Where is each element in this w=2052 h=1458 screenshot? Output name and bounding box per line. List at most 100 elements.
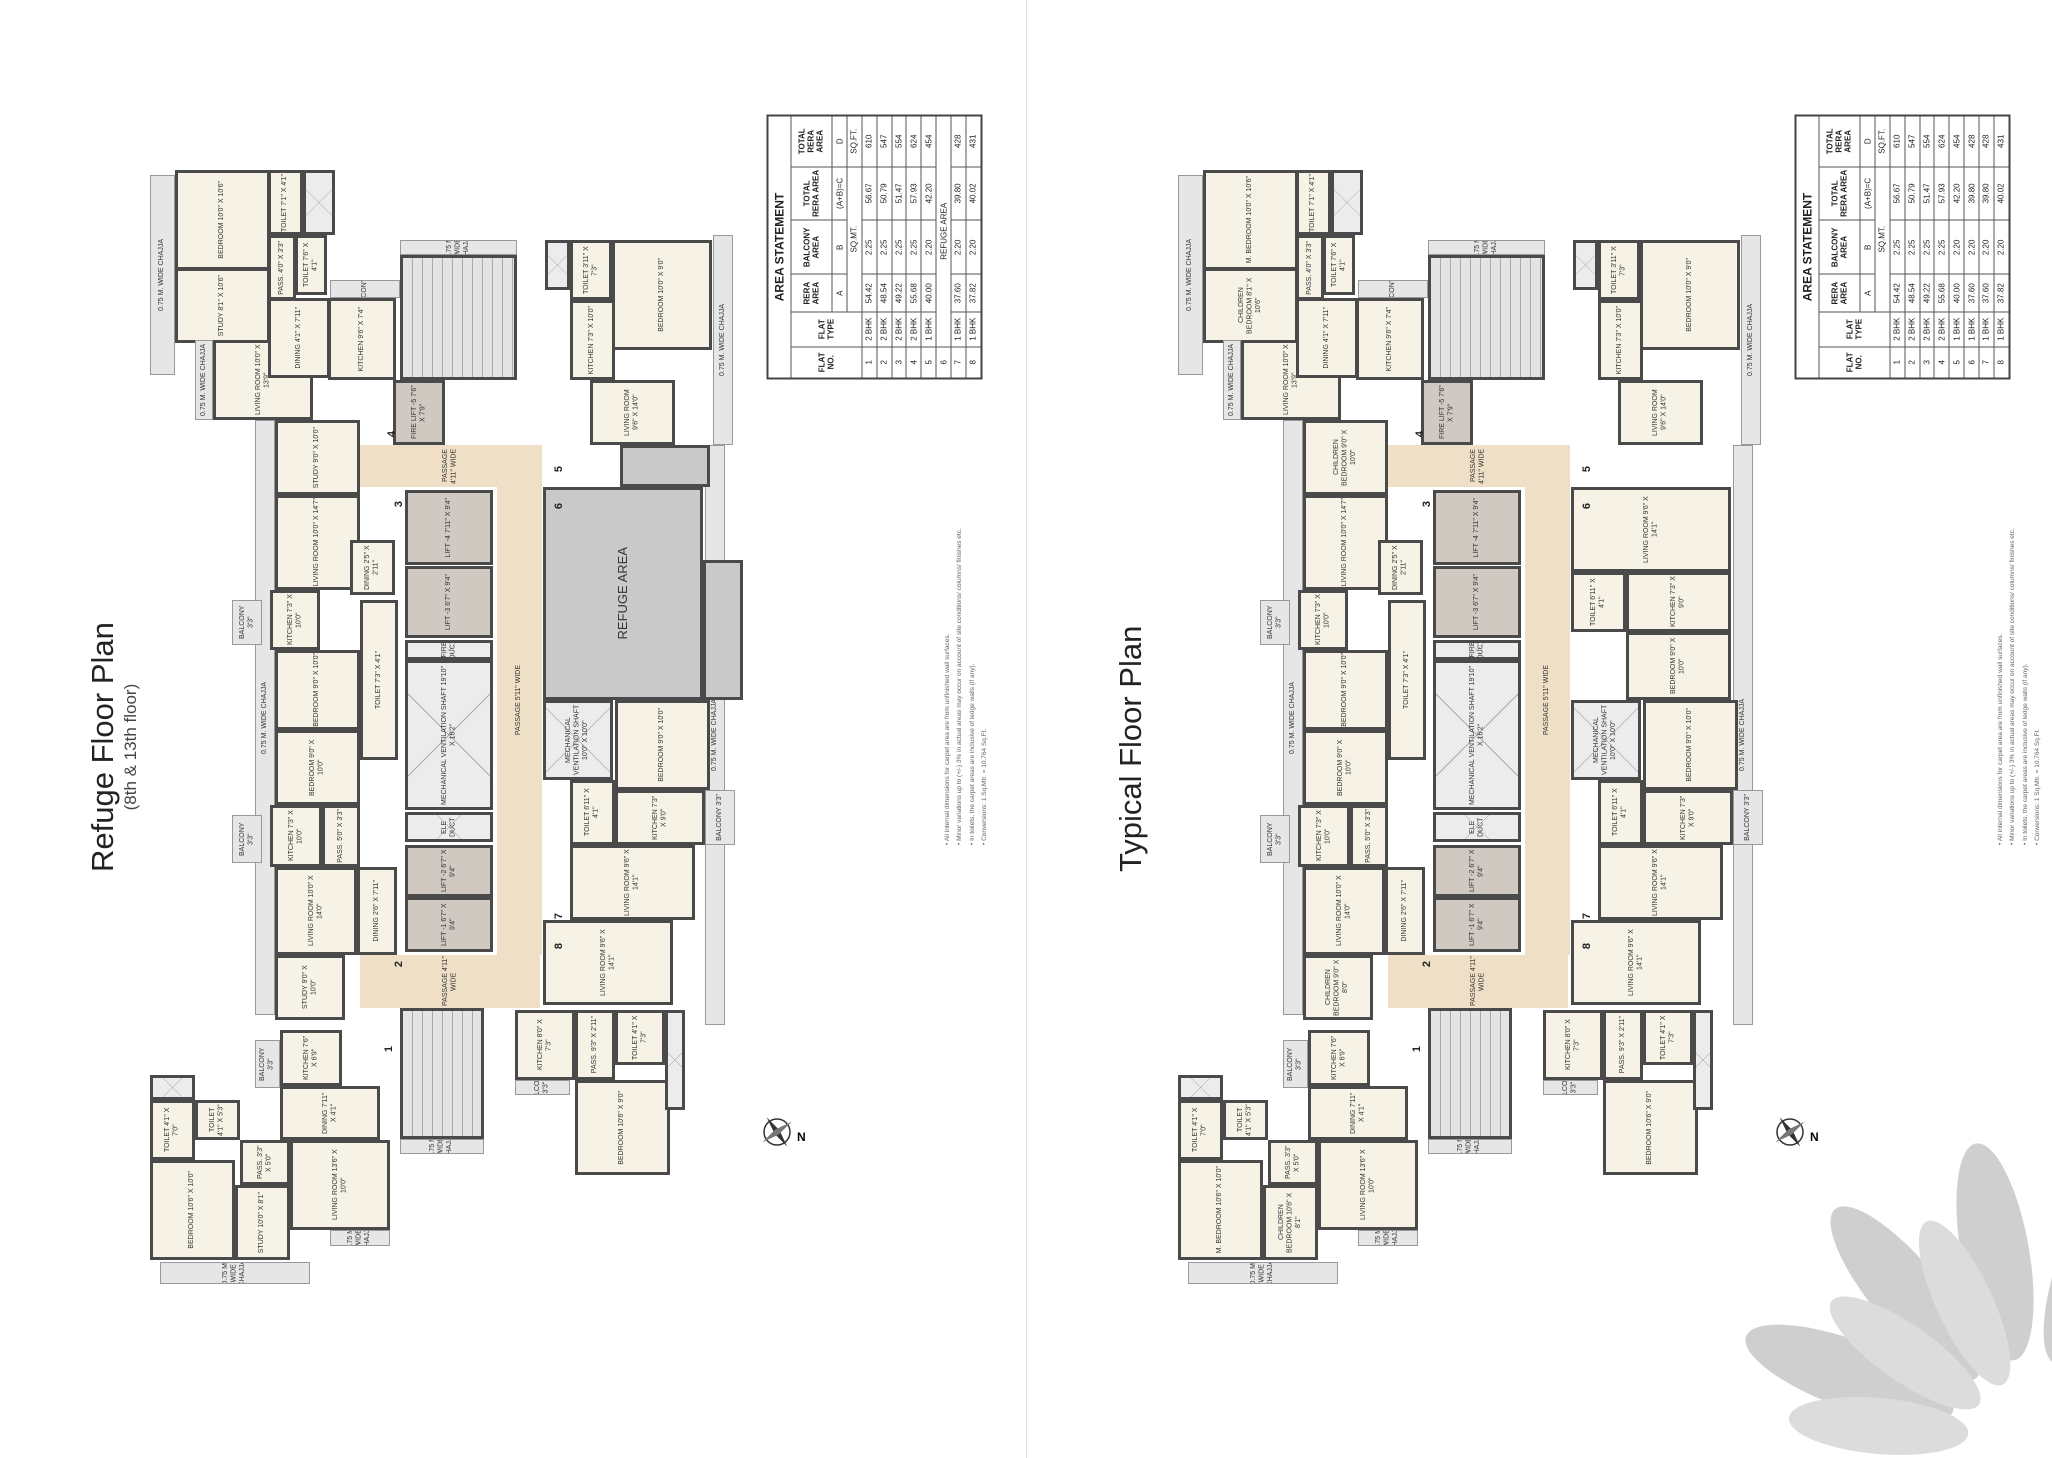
room-label: TOILET 7'1" X 4'1" xyxy=(1309,173,1317,232)
table-cell: 1 BHK xyxy=(1964,311,1980,347)
flat-number: 4 xyxy=(386,430,398,438)
room-label: MECHANICAL VENTILATION SHAFT 19'10" X 16… xyxy=(1468,665,1484,805)
bedroom-5-room: BEDROOM 10'0" X 9'0" xyxy=(1640,240,1740,350)
table-cell: 5 xyxy=(1949,346,1965,379)
table-cell: 554 xyxy=(1919,115,1935,167)
table-cell: 547 xyxy=(876,115,892,167)
room-label: 0.75 M. WIDE CHAJJA xyxy=(1227,344,1235,416)
room-label: LIFT -3 6'7" X 9'4" xyxy=(444,573,452,631)
note-line: • All internal dimensions for carpet are… xyxy=(944,633,951,845)
table-cell: 2.20 xyxy=(1979,220,1994,275)
toilet-b-room: TOILET 7'6" X 4'1" xyxy=(295,235,327,295)
room-label: LIVING ROOM 9'6" X 14'1" xyxy=(599,929,615,996)
room-label: KITCHEN 7'3" X 10'0" xyxy=(1315,810,1331,862)
room-label: BEDROOM 9'0" X 10'0" xyxy=(1341,653,1349,727)
room-label: PASS. 5'0" X 3'3" xyxy=(336,809,344,863)
room-label: PASS. 9'3" X 2'11" xyxy=(590,1016,598,1074)
passage-mid-passage: PASSAGE 5'11" WIDE xyxy=(1525,445,1570,955)
flat-number: 6 xyxy=(1581,502,1593,510)
page-refuge-floor-plan: Refuge Floor Plan (8th & 13th floor) 0.7… xyxy=(85,114,989,1284)
balcony-2-chajja: BALCONY 3'3" xyxy=(232,815,262,863)
study-1-room: STUDY 10'0" X 8'1" xyxy=(235,1185,290,1260)
table-cell: 54.42 xyxy=(1889,274,1905,312)
study-2-room: CHILDREN BEDROOM 9'0" X 8'0" xyxy=(1303,955,1373,1020)
note-line: • All internal dimensions for carpet are… xyxy=(1997,633,2004,845)
room-label: 0.75 M. WIDE CHAJJA xyxy=(1457,1139,1482,1154)
kitchen-3-room: KITCHEN 7'3" X 10'0" xyxy=(1298,590,1348,650)
room-label: MECHANICAL VENTILATION SHAFT 10'0" X 10'… xyxy=(1593,704,1618,776)
table-cell: 2.20 xyxy=(1993,220,2010,275)
room-label: LIFT -1 6'7" X 9'4" xyxy=(1468,903,1484,946)
table-cell: REFUGE AREA xyxy=(936,115,952,347)
chajja-chajja: 0.75 M. WIDE CHAJJA xyxy=(150,175,175,375)
living-8-room: LIVING ROOM 9'6" X 14'1" xyxy=(1571,920,1701,1005)
lift2-lift: LIFT -2 6'7" X 9'4" xyxy=(1433,845,1521,897)
shaft-shaft xyxy=(665,1010,685,1110)
chajja-chajja: 0.75 M. WIDE CHAJJA xyxy=(1178,175,1203,375)
room-label: 0.75 M. WIDE CHAJJA xyxy=(1288,681,1296,754)
chajja-chajja: 0.75 M. WIDE CHAJJA xyxy=(1223,340,1241,420)
table-cell: 6 xyxy=(936,346,952,379)
room-label: TOILET 3'11" X 7'3" xyxy=(1610,246,1626,294)
room-label: LIVING ROOM 9'6" X 14'1" xyxy=(1627,929,1643,996)
stair-stair xyxy=(1428,255,1545,380)
table-cell: 3 xyxy=(891,346,907,379)
room-label: CHILDREN BEDROOM 10'6" X 8'1" xyxy=(1277,1192,1302,1253)
bedroom-1-room: BEDROOM 10'6" X 10'0" xyxy=(150,1160,235,1260)
room-label: LIFT -3 6'7" X 9'4" xyxy=(1472,573,1480,631)
living-8-room: LIVING ROOM 9'6" X 14'1" xyxy=(543,920,673,1005)
chajja-chajja: 0.75 M. WIDE CHAJJA xyxy=(160,1262,310,1284)
fire-duct-shaft: FIRE DUCT xyxy=(405,640,493,660)
room-label: PASS. 4'0" X 3'3" xyxy=(1305,240,1313,295)
table-cell: 42.20 xyxy=(1949,166,1965,221)
table-cell: 2.25 xyxy=(1919,220,1935,275)
table-cell: 431 xyxy=(965,115,982,167)
table-cell: 2 BHK xyxy=(1904,311,1920,347)
room-label: KITCHEN 7'3" X 10'0" xyxy=(588,305,596,375)
table-cell: 2 xyxy=(1904,346,1920,379)
living-6-room: LIVING ROOM 9'6" X 14'1" xyxy=(1571,487,1731,572)
balcony-8-chajja: BALCONY 3'3" xyxy=(515,1080,570,1095)
room-label: BALCONY 3'3" xyxy=(259,1047,275,1081)
room-label: LIVING ROOM 9'6" X 14'1" xyxy=(1652,849,1668,916)
room-label: 0.75 M. WIDE CHAJJA xyxy=(1250,1262,1275,1284)
column-header: TOTAL RERA AREA xyxy=(1818,166,1861,221)
room-label: BALCONY 3'3" xyxy=(1743,794,1751,841)
study-1-room: CHILDREN BEDROOM 10'6" X 8'1" xyxy=(1263,1185,1318,1260)
chajja-chajja: 0.75 M. WIDE CHAJJA xyxy=(195,340,213,420)
room-label: LIVING ROOM 13'6" X 10'0" xyxy=(1359,1149,1375,1221)
kitchen-2-room: KITCHEN 7'3" X 10'0" xyxy=(270,805,322,867)
lift4-lift: LIFT -4 7'11" X 9'4" xyxy=(1433,490,1521,565)
table-cell: 48.54 xyxy=(1904,274,1920,312)
toilet-b-room: TOILET 7'6" X 4'1" xyxy=(1323,235,1355,295)
room-label: BEDROOM 9'0" X 10'0" xyxy=(658,708,666,782)
column-header: FLAT TYPE xyxy=(1818,311,1890,347)
room-label: KITCHEN 7'3" X 10'0" xyxy=(1314,594,1330,646)
toilets-3-room: TOILET 7'3" X 4'1" xyxy=(1388,600,1426,760)
room-label: DINING 4'1" X 7'11" xyxy=(1322,307,1330,369)
room-label: STUDY 10'0" X 8'1" xyxy=(258,1191,266,1254)
room-label: TOILET 6'11" X 4'1" xyxy=(1590,578,1606,626)
table-cell: SQ.MT. xyxy=(847,166,862,312)
kitchen-5-room: KITCHEN 7'3" X 10'0" xyxy=(1598,300,1643,380)
shaft-small-shaft: MECHANICAL VENTILATION SHAFT 10'0" X 10'… xyxy=(543,700,613,780)
room-label: KITCHEN 8'0" X 7'3" xyxy=(1564,1019,1580,1071)
living-1-room: LIVING ROOM 13'6" X 10'0" xyxy=(1318,1140,1418,1230)
room-label: TOILET 7'1" X 4'1" xyxy=(281,173,289,232)
room-label: PASSAGE 5'11" WIDE xyxy=(1543,664,1551,736)
room-label: KITCHEN 9'6" X 7'4" xyxy=(357,306,365,372)
table-cell: 3 xyxy=(1919,346,1935,379)
table-cell: 2.25 xyxy=(1904,220,1920,275)
room-label: M. BEDROOM 10'6" X 10'0" xyxy=(1216,1166,1224,1254)
room-label: TOILET 7'3" X 4'1" xyxy=(374,651,382,709)
living-3-room: LIVING ROOM 10'0" X 14'7" xyxy=(275,495,360,590)
room-label: CHILDREN BEDROOM 9'0" X 10'0" xyxy=(1332,429,1357,486)
room-label: CHILDREN BEDROOM 9'0" X 8'0" xyxy=(1325,959,1350,1016)
note-line: • In toilets, the carpet areas are inclu… xyxy=(968,663,976,845)
bedroom-8-room: BEDROOM 10'6" X 9'0" xyxy=(575,1080,670,1175)
